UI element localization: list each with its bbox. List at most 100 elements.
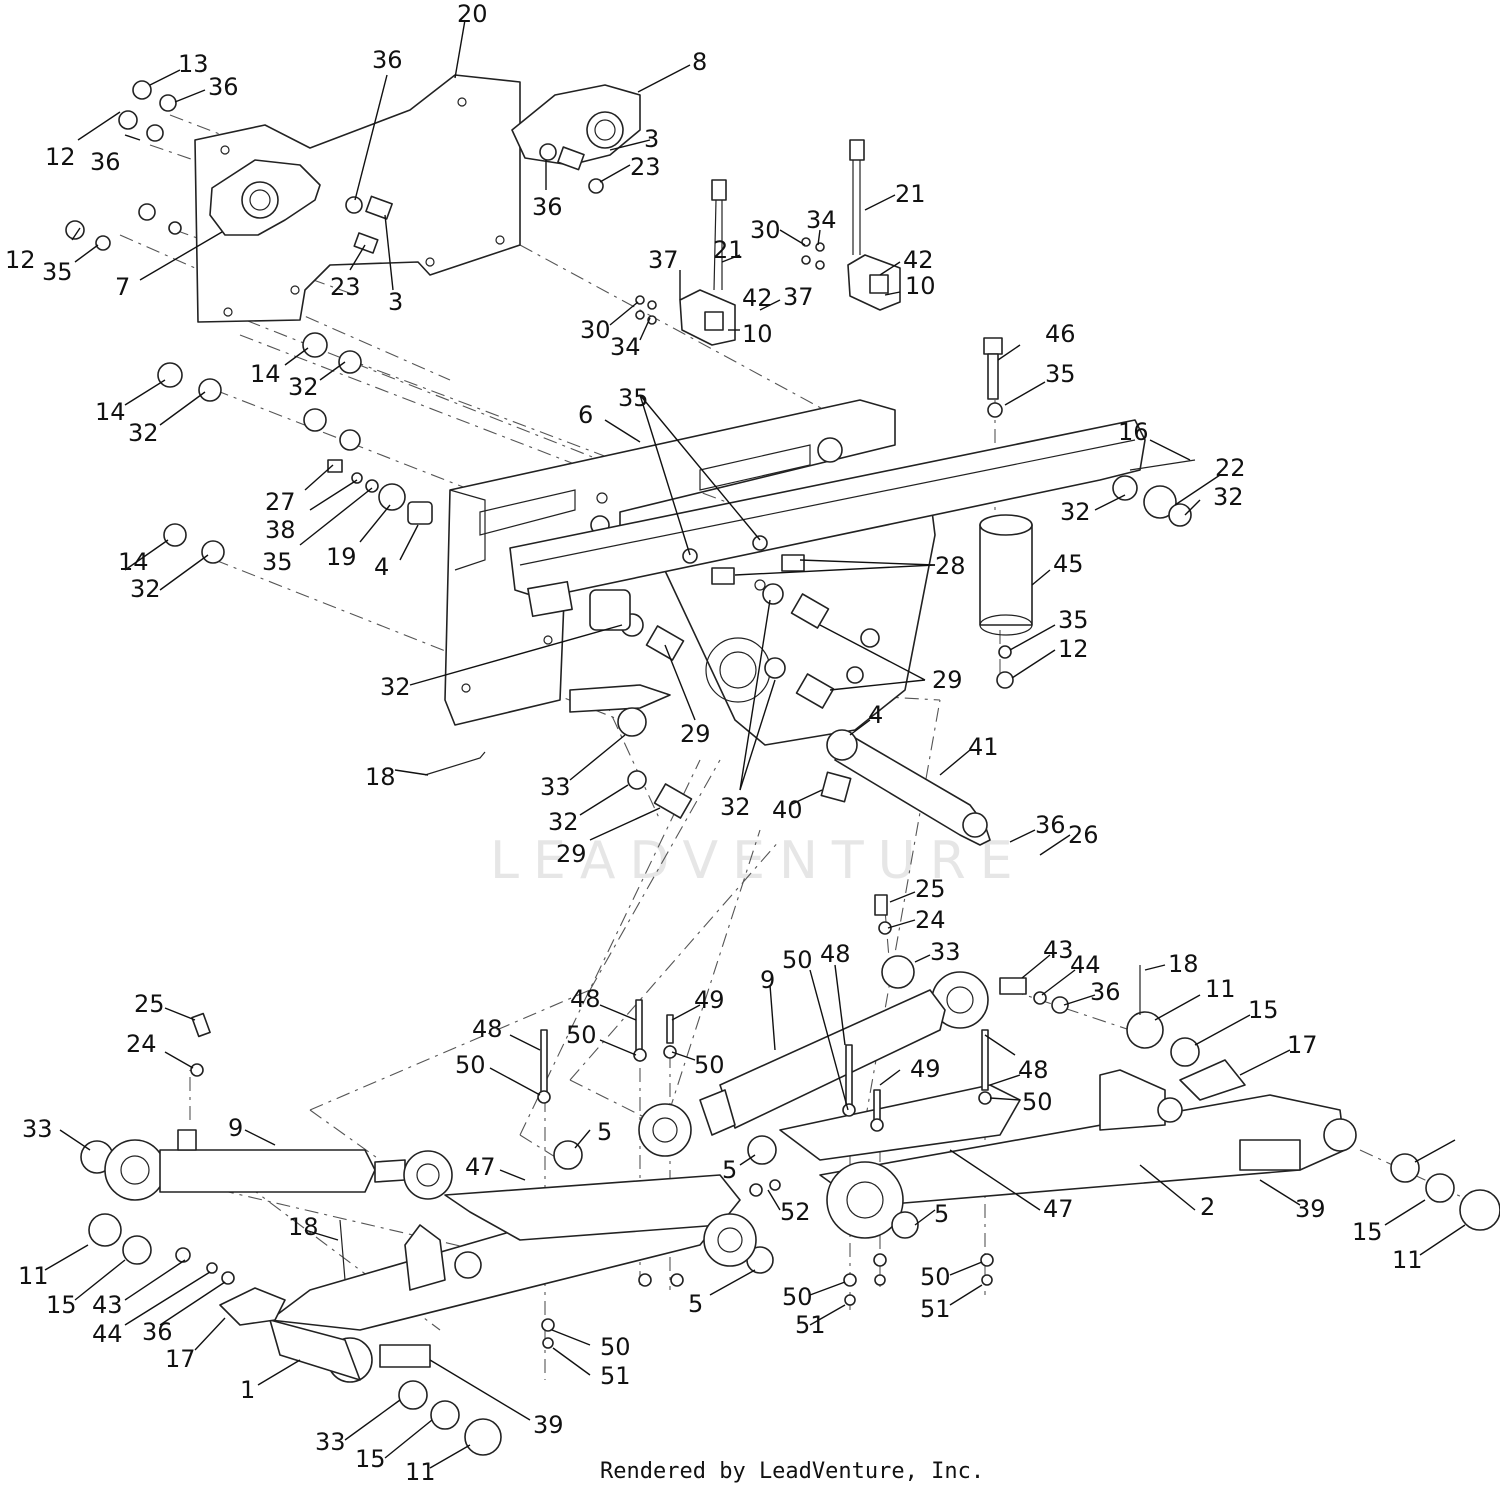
callout-34: 34 — [610, 333, 641, 361]
callout-50: 50 — [1022, 1088, 1053, 1116]
callout-44: 44 — [92, 1320, 123, 1348]
callout-38: 38 — [265, 516, 296, 544]
callout-29: 29 — [680, 720, 711, 748]
callout-33: 33 — [540, 773, 571, 801]
callout-30: 30 — [750, 216, 781, 244]
callout-32: 32 — [380, 673, 411, 701]
callout-26: 26 — [1068, 821, 1099, 849]
callout-4: 4 — [374, 553, 389, 581]
callout-47: 47 — [465, 1153, 496, 1181]
callout-50: 50 — [920, 1263, 951, 1291]
callout-23: 23 — [630, 153, 661, 181]
callout-35: 35 — [1058, 606, 1089, 634]
hardware-frame-left — [157, 332, 693, 819]
watermark: LEADVENTURE — [490, 831, 1027, 891]
callout-11: 11 — [1392, 1246, 1423, 1274]
callout-labels: 20 13 36 36 8 12 36 3 23 36 21 34 30 21 … — [5, 0, 1423, 1486]
cross-tube — [509, 419, 1146, 618]
callout-39: 39 — [1295, 1195, 1326, 1223]
callout-18: 18 — [288, 1213, 319, 1241]
callout-52: 52 — [780, 1198, 811, 1226]
callout-24: 24 — [915, 906, 946, 934]
callout-51: 51 — [920, 1295, 951, 1323]
callout-29: 29 — [932, 666, 963, 694]
callout-13: 13 — [178, 50, 209, 78]
callout-50: 50 — [600, 1333, 631, 1361]
callout-45: 45 — [1053, 550, 1084, 578]
callout-24: 24 — [126, 1030, 157, 1058]
callout-49: 49 — [694, 986, 725, 1014]
callout-36: 36 — [532, 193, 563, 221]
callout-36: 36 — [90, 148, 121, 176]
bracket-7 — [209, 159, 321, 236]
callout-43: 43 — [1043, 936, 1074, 964]
bolt-46 — [983, 337, 1003, 418]
callout-43: 43 — [92, 1291, 123, 1319]
callout-39: 39 — [533, 1411, 564, 1439]
callout-35: 35 — [262, 548, 293, 576]
callout-28: 28 — [935, 552, 966, 580]
callout-36: 36 — [372, 46, 403, 74]
callout-51: 51 — [795, 1311, 826, 1339]
callout-10: 10 — [742, 320, 773, 348]
bushing-45 — [979, 514, 1033, 689]
callout-19: 19 — [326, 543, 357, 571]
callout-21: 21 — [895, 180, 926, 208]
callout-42: 42 — [742, 284, 773, 312]
hardware-top-left — [65, 80, 604, 254]
callout-14: 14 — [250, 360, 281, 388]
callout-10: 10 — [905, 272, 936, 300]
callout-37: 37 — [783, 283, 814, 311]
callout-23: 23 — [330, 273, 361, 301]
callout-48: 48 — [570, 985, 601, 1013]
callout-51: 51 — [600, 1362, 631, 1390]
callout-17: 17 — [1287, 1031, 1318, 1059]
callout-6: 6 — [578, 401, 593, 429]
callout-9: 9 — [228, 1114, 243, 1142]
callout-47: 47 — [1043, 1195, 1074, 1223]
callout-50: 50 — [566, 1021, 597, 1049]
callout-15: 15 — [1248, 996, 1279, 1024]
callout-32: 32 — [1060, 498, 1091, 526]
callout-5: 5 — [722, 1156, 737, 1184]
callout-9: 9 — [760, 966, 775, 994]
callout-14: 14 — [118, 548, 149, 576]
callout-41: 41 — [968, 733, 999, 761]
callout-15: 15 — [46, 1291, 77, 1319]
callout-32: 32 — [1213, 483, 1244, 511]
callout-5: 5 — [934, 1200, 949, 1228]
plates-47 — [444, 1084, 1021, 1241]
callout-48: 48 — [472, 1015, 503, 1043]
callout-12: 12 — [5, 246, 36, 274]
deck-lift-arm-2 — [819, 965, 1500, 1239]
callout-14: 14 — [95, 398, 126, 426]
callout-25: 25 — [134, 990, 165, 1018]
callout-18: 18 — [365, 763, 396, 791]
callout-15: 15 — [355, 1445, 386, 1473]
callout-3: 3 — [644, 125, 659, 153]
callout-11: 11 — [405, 1458, 436, 1486]
callout-7: 7 — [115, 273, 130, 301]
callout-16: 16 — [1118, 418, 1149, 446]
callout-48: 48 — [1018, 1056, 1049, 1084]
pivot-shaft-41 — [826, 729, 991, 846]
callout-32: 32 — [288, 373, 319, 401]
callout-35: 35 — [42, 258, 73, 286]
callout-42: 42 — [903, 246, 934, 274]
callout-48: 48 — [820, 940, 851, 968]
callout-36: 36 — [1035, 811, 1066, 839]
callout-32: 32 — [548, 808, 579, 836]
callout-1: 1 — [240, 1376, 255, 1404]
callout-11: 11 — [18, 1262, 49, 1290]
callout-30: 30 — [580, 316, 611, 344]
callout-40: 40 — [772, 796, 803, 824]
hardware-frame-right — [682, 459, 1196, 803]
bushings-5 — [553, 1135, 919, 1274]
lift-cylinder-9-right — [638, 894, 989, 1157]
callout-12: 12 — [1058, 635, 1089, 663]
footer-credit: Rendered by LeadVenture, Inc. — [600, 1459, 984, 1484]
switch-assembly-21-right — [801, 139, 901, 311]
callout-5: 5 — [688, 1290, 703, 1318]
callout-36: 36 — [142, 1318, 173, 1346]
